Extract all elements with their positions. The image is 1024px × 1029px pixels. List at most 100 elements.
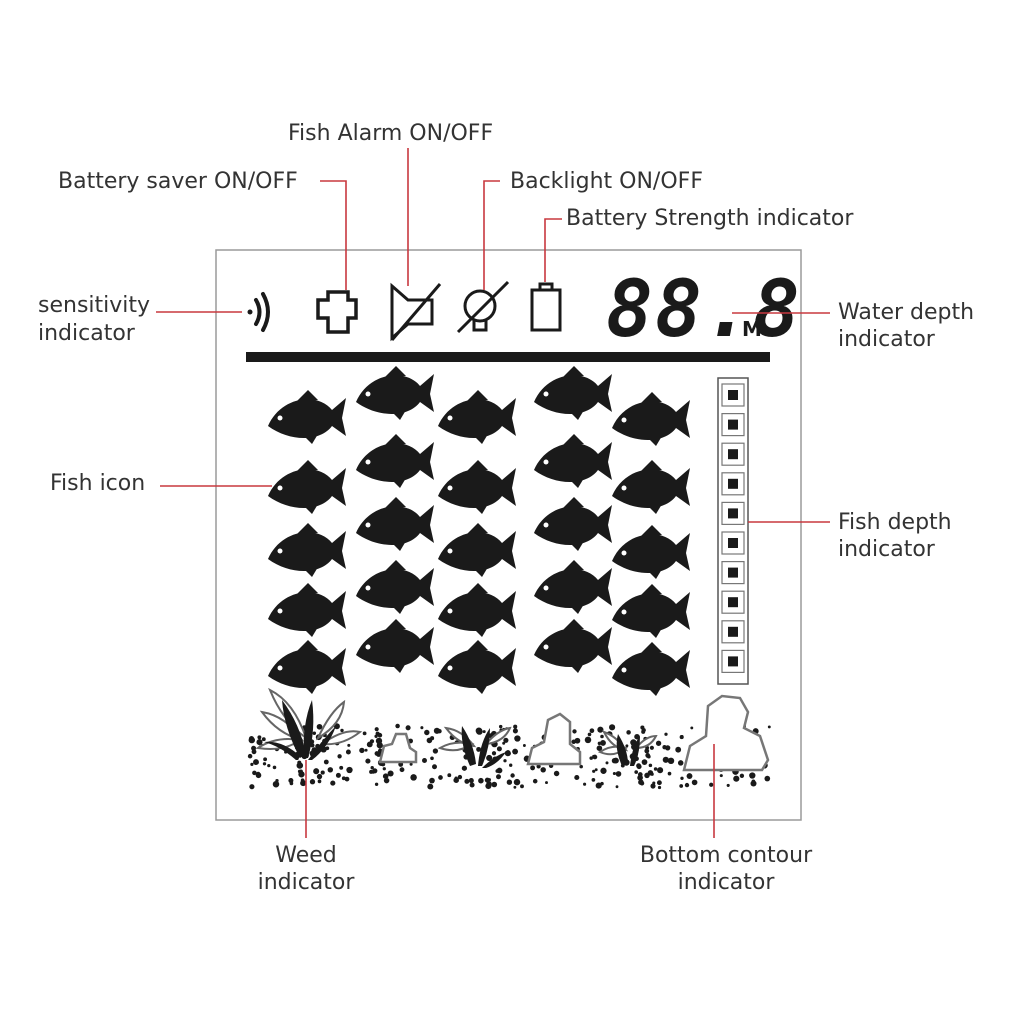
- gravel-dot: [374, 782, 379, 786]
- gravel-dot: [579, 764, 583, 769]
- gravel-dot: [316, 723, 323, 730]
- gravel-dot: [476, 746, 482, 752]
- gravel-dot: [513, 778, 521, 786]
- gravel-dot: [262, 762, 267, 766]
- gravel-dot: [510, 773, 515, 778]
- gravel-dot: [377, 732, 383, 738]
- gravel-dot: [641, 729, 646, 734]
- gravel-dot: [325, 746, 330, 751]
- fish-icon: [268, 390, 346, 444]
- gravel-dot: [447, 773, 452, 778]
- gravel-dot: [250, 762, 254, 766]
- backlight-label: Backlight ON/OFF: [510, 169, 703, 194]
- gravel-dot: [589, 728, 595, 734]
- fish-icon: [438, 460, 516, 514]
- gravel-dot: [317, 779, 322, 784]
- fish-depth-segment: [721, 442, 745, 466]
- sensitivity-label-line2: indicator: [38, 321, 135, 346]
- gravel-dot: [739, 773, 745, 778]
- gravel-dot: [636, 764, 642, 770]
- gravel-dot: [503, 737, 509, 743]
- gravel-dot: [267, 763, 271, 768]
- gravel-dot: [640, 725, 645, 730]
- battery-saver-icon: [316, 290, 358, 334]
- gravel-dot: [475, 727, 483, 734]
- gravel-dot: [424, 729, 430, 736]
- gravel-dot: [323, 759, 329, 765]
- gravel-dot: [359, 747, 365, 754]
- gravel-dot: [657, 767, 664, 774]
- fish-grid: [268, 366, 690, 696]
- gravel-dot: [609, 724, 616, 731]
- fish-alarm-label: Fish Alarm ON/OFF: [288, 121, 494, 146]
- gravel-dot: [574, 737, 581, 744]
- fish-icon: [612, 584, 690, 638]
- gravel-dot: [430, 736, 435, 741]
- gravel-dot: [249, 784, 255, 790]
- gravel-dot: [272, 765, 277, 770]
- fish-depth-segment-fill: [728, 508, 738, 519]
- gravel-dot: [369, 739, 375, 744]
- fish-depth-label-line2: indicator: [838, 537, 935, 562]
- gravel-dot: [751, 779, 756, 784]
- gravel-dot: [256, 739, 263, 746]
- gravel-dot: [469, 782, 475, 788]
- gravel-dot: [615, 771, 622, 777]
- gravel-dot: [309, 779, 316, 785]
- fish-depth-segment: [721, 531, 745, 555]
- gravel-dot: [272, 780, 280, 788]
- fish-depth-segment-fill: [728, 597, 738, 608]
- gravel-dot: [298, 771, 305, 778]
- gravel-dot: [335, 772, 341, 778]
- gravel-dot: [327, 767, 334, 773]
- sensitivity-label-line1: sensitivity: [38, 293, 151, 318]
- gravel-dot: [248, 736, 255, 744]
- gravel-dot: [345, 749, 351, 755]
- gravel-dot: [600, 739, 606, 746]
- gravel-dot: [344, 776, 350, 782]
- gravel-dot: [513, 724, 518, 729]
- gravel-dot: [506, 779, 513, 785]
- gravel-dot: [611, 757, 618, 764]
- gravel-dot: [597, 726, 604, 733]
- gravel-dot: [372, 768, 378, 774]
- gravel-dot: [503, 759, 507, 763]
- weed-label-line2: indicator: [257, 870, 355, 895]
- bottom-contour-label-line1: Bottom contour: [639, 843, 813, 868]
- gravel-dot: [648, 763, 653, 768]
- gravel-dot: [502, 741, 506, 745]
- gravel-dot: [496, 746, 502, 752]
- weed-medium: [437, 726, 512, 768]
- fish-icon: [534, 560, 612, 614]
- gravel-dot: [374, 734, 378, 738]
- bottom-contour-label-line2: indicator: [677, 870, 775, 895]
- fish-icon: [534, 497, 612, 551]
- gravel-dot: [464, 778, 470, 784]
- fish-depth-segment: [721, 413, 745, 437]
- gravel-dot: [320, 770, 325, 775]
- gravel-dot: [532, 778, 538, 784]
- gravel-dot: [634, 733, 640, 740]
- gravel-dot: [382, 767, 386, 771]
- depth-unit: M: [742, 317, 762, 341]
- gravel-dot: [667, 757, 675, 765]
- gravel-dot: [468, 778, 474, 784]
- gravel-dot: [584, 736, 592, 744]
- gravel-dot: [453, 777, 459, 783]
- fish-icon: [268, 583, 346, 637]
- fish-icon: [438, 583, 516, 637]
- gravel-dot: [257, 735, 262, 740]
- fish-icon: [438, 640, 516, 694]
- lcd-frame: [215, 249, 802, 821]
- gravel-dot: [457, 774, 463, 780]
- battery-strength-label: Battery Strength indicator: [566, 206, 854, 231]
- gravel-dot: [427, 783, 434, 790]
- fish-icon-label: Fish icon: [50, 471, 146, 496]
- gravel-dot: [591, 778, 596, 782]
- gravel-dot: [482, 730, 486, 734]
- gravel-dot: [422, 758, 427, 763]
- gravel-dot: [764, 775, 771, 782]
- water-depth-label-line1: Water depth: [838, 300, 975, 325]
- weed-label-line1: Weed: [275, 843, 337, 868]
